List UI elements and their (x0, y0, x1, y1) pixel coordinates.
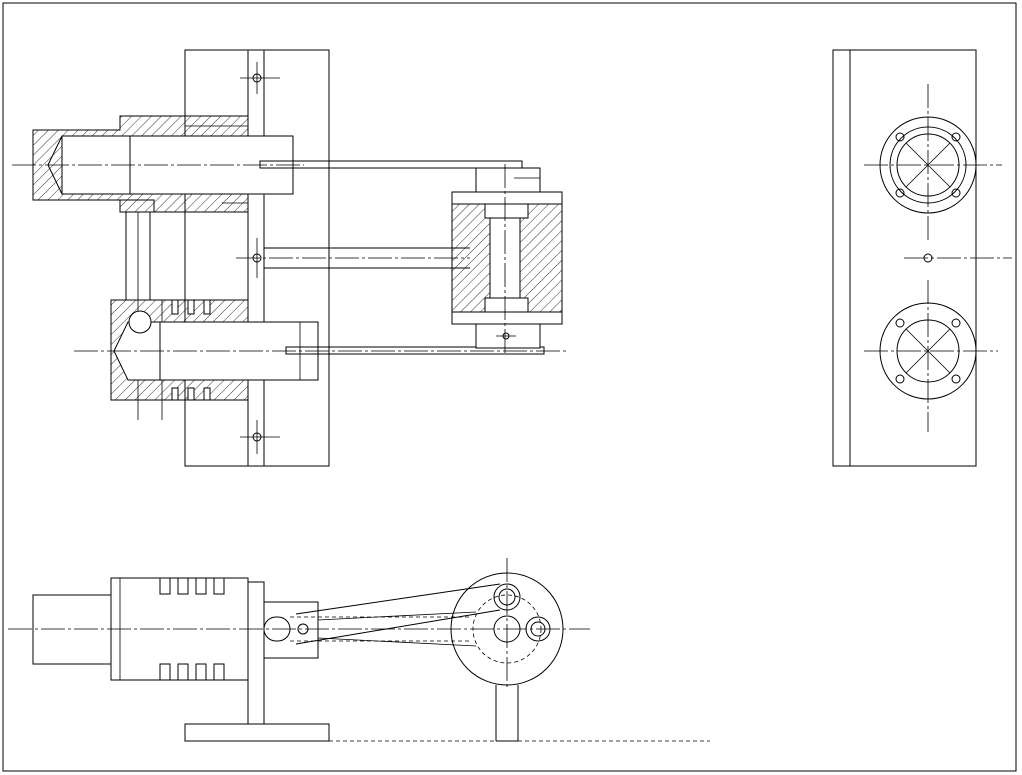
plan-cylinder-back (32, 594, 112, 665)
drive-rods (259, 160, 545, 355)
upper-cylinder-section (12, 115, 304, 213)
plan-connecting-rod (263, 583, 501, 647)
side-view (832, 49, 1012, 467)
front-view (12, 49, 568, 467)
pulley-block-section (451, 164, 563, 356)
lower-cylinder-section (74, 299, 568, 401)
mounting-hole-bottom (240, 420, 280, 454)
plan-flywheel-post (495, 685, 519, 742)
plan-cylinder-finned (8, 577, 590, 681)
plan-flywheel (450, 558, 564, 690)
plan-base-support (184, 581, 710, 742)
lower-flange-circle (864, 280, 998, 432)
plan-view (8, 558, 710, 742)
mounting-hole-middle (236, 238, 470, 278)
upper-flange-circle (864, 84, 1002, 240)
center-pin (904, 253, 1012, 263)
mounting-hole-top (240, 62, 280, 94)
